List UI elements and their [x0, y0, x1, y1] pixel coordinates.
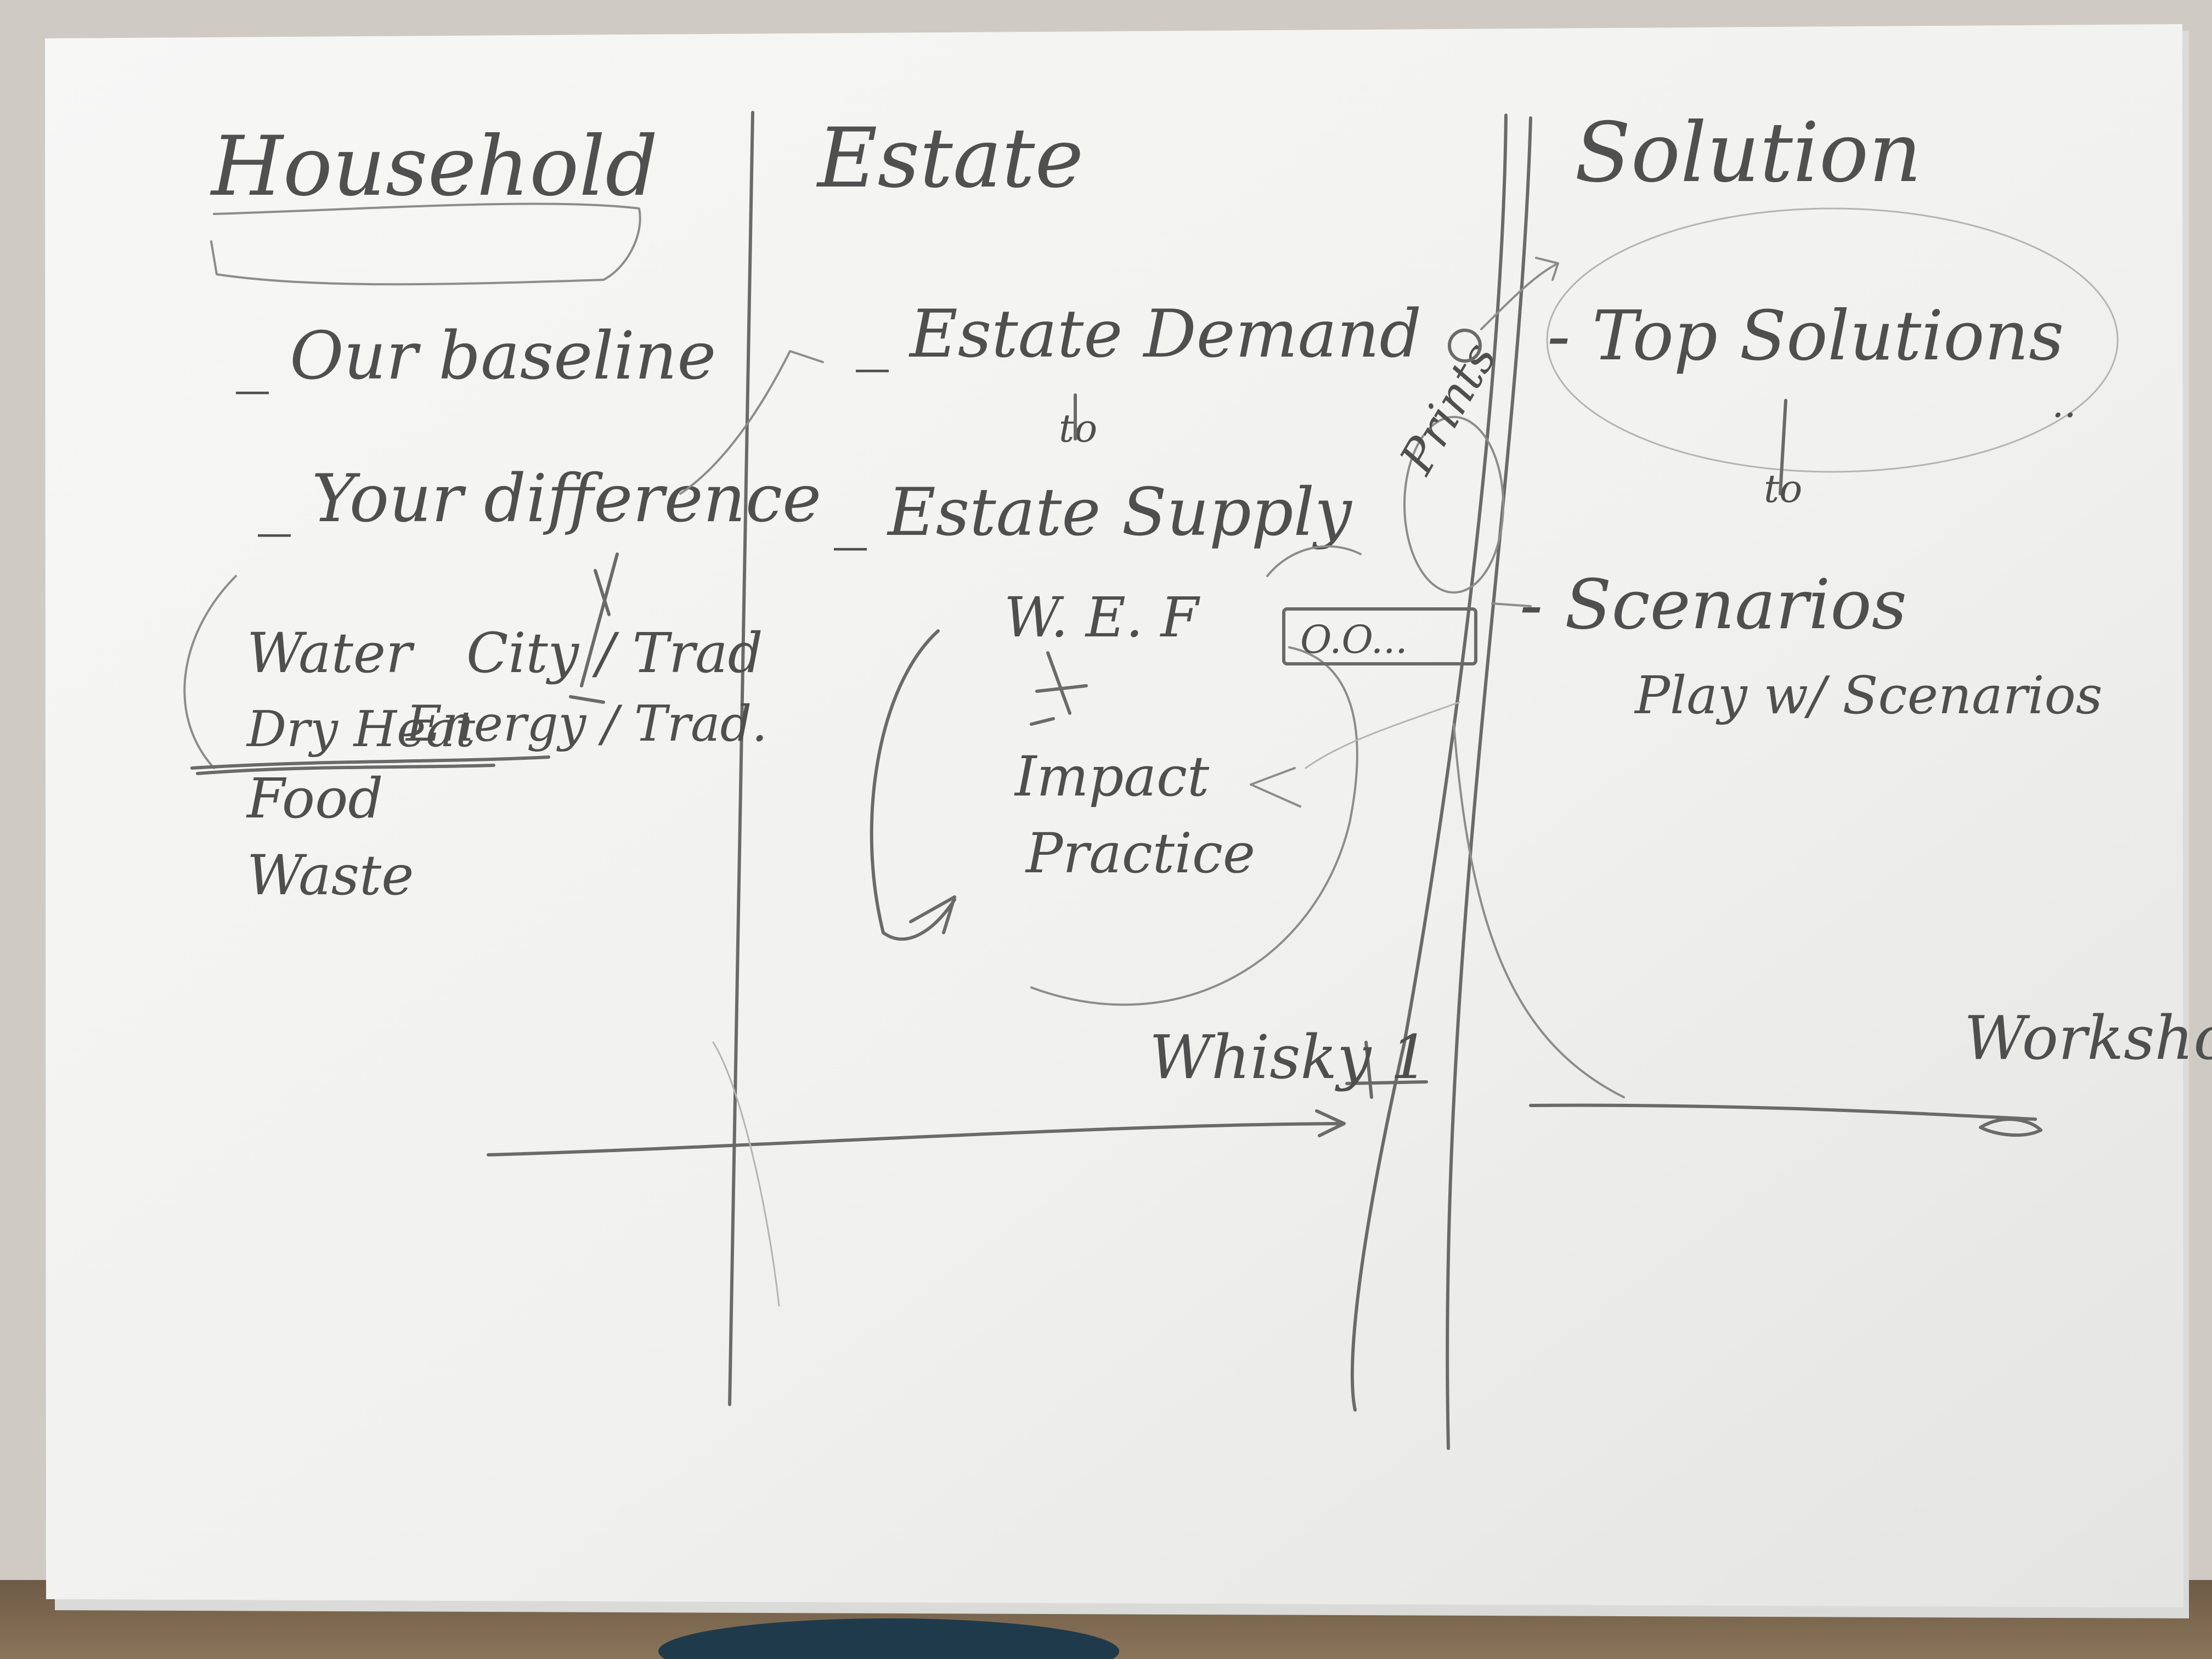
paper-sheet: [45, 24, 2183, 1607]
resource-dry-heat: Dry Heat: [246, 701, 476, 758]
timeline-line-2: [1529, 1103, 2037, 1121]
estate-impact: Impact: [1014, 744, 1210, 809]
estate-multiply-glyph: [1030, 651, 1088, 726]
resource-food: Food: [246, 766, 383, 831]
household-down-arrow: [569, 552, 619, 704]
resource-water: Water: [247, 621, 415, 685]
heading-estate: Estate: [816, 111, 1084, 206]
resource-energy-trad: Energy / Trad.: [405, 695, 768, 753]
solution-item-top: - Top Solutions: [1547, 296, 2064, 376]
arrow-household-to-estate: [679, 350, 824, 495]
milestone-1-tick: [1345, 1080, 1428, 1085]
divider-curve: [1453, 723, 1625, 1098]
household-bracket: [210, 202, 641, 286]
estate-loop-arrow: [870, 629, 956, 941]
milestone-1-post: [1364, 1041, 1373, 1099]
household-item-difference: _ Your difference: [258, 461, 821, 537]
estate-item-supply: _ Estate Supply: [834, 475, 1353, 551]
milestone-whisky-1: Whisky 1: [1149, 1022, 1429, 1092]
solution-down-arrow: [1779, 399, 1787, 495]
divider-node: [1448, 329, 1482, 363]
solution-play-scenarios: Play w/ Scenarios: [1634, 665, 2102, 726]
estate-less-than: [1250, 767, 1301, 808]
divider-line-mid-b: [1446, 116, 1532, 1450]
heading-household: Household: [210, 119, 658, 215]
solutions-ellipse: [1546, 207, 2119, 473]
estate-big-curve: [1030, 646, 1358, 1006]
resource-waste: Waste: [247, 843, 414, 907]
divider-oval: [1403, 416, 1504, 594]
solution-item-scenarios: - Scenarios: [1520, 565, 1907, 645]
household-item-baseline: _ Our baseline: [236, 318, 716, 394]
estate-practice: Practice: [1025, 821, 1255, 885]
divider-line-mid-a: [1350, 114, 1508, 1412]
widget-wiggle: [1266, 545, 1362, 577]
divider-line-left: [728, 111, 754, 1406]
resources-brace: [183, 575, 237, 769]
strikethrough-line: [190, 755, 550, 775]
solution-to-label: to: [1764, 466, 1802, 511]
estate-to-label: to: [1059, 406, 1097, 451]
person-shoes: [658, 1618, 1119, 1659]
smudge-2: [1305, 701, 1460, 769]
solution-ellipsis: ..: [2052, 381, 2076, 426]
scenarios-connector: [1491, 602, 1532, 607]
estate-wef: W. E. F: [1004, 585, 1200, 650]
timeline-arrow-1: [487, 1109, 1346, 1156]
smudge-1: [712, 1041, 780, 1307]
milestone-workshop-2: Workshop 2: [1964, 1003, 2212, 1073]
estate-item-demand: _ Estate Demand: [856, 296, 1421, 373]
resource-city-trad: City / Trad: [466, 621, 763, 685]
arrow-to-solutions: [1480, 257, 1559, 330]
heading-solution: Solution: [1575, 105, 1922, 201]
timeline-arrow-head-2: [1979, 1118, 2042, 1137]
scenario-widget-label: O.O...: [1300, 617, 1408, 662]
scenario-widget-box: [1282, 607, 1477, 665]
